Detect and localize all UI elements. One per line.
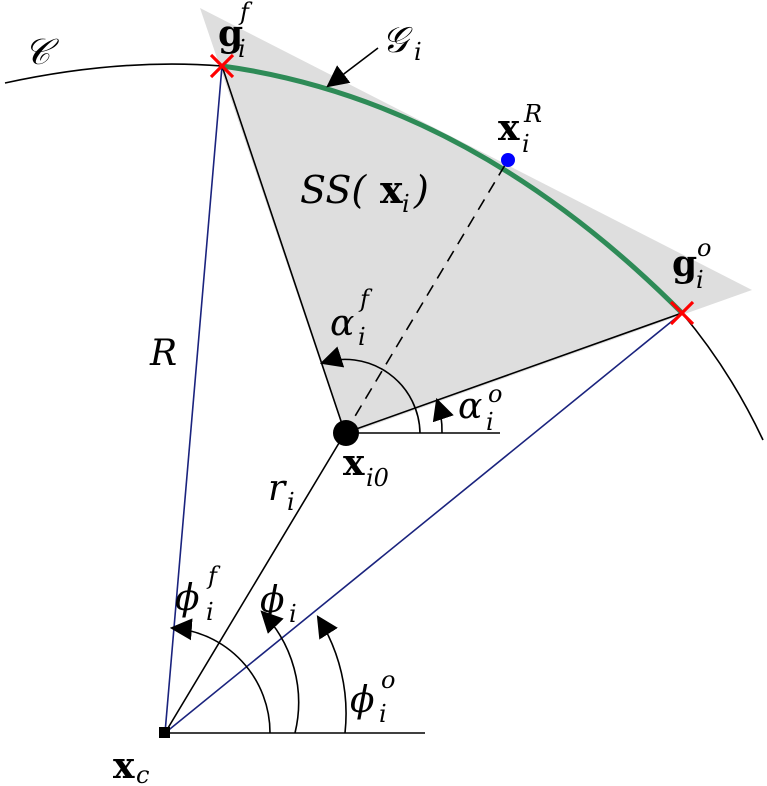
svg-text:i: i [522, 130, 530, 158]
label-phi-f: ϕ f i [175, 562, 221, 626]
point-xi0 [333, 420, 359, 446]
label-phi-o: ϕ o i [350, 666, 395, 728]
dashed-line-to-xR [344, 159, 509, 434]
svg-text:𝒢: 𝒢 [382, 20, 413, 61]
svg-text:r: r [268, 468, 287, 509]
svg-text:o: o [697, 234, 711, 262]
svg-text:i: i [696, 266, 704, 294]
label-alpha-o: α o i [458, 380, 502, 436]
svg-text:i: i [402, 190, 410, 218]
point-xc [159, 727, 170, 738]
svg-text:x: x [498, 107, 520, 149]
svg-text:i: i [486, 408, 494, 436]
svg-text:ϕ: ϕ [175, 578, 200, 619]
svg-text:SS(: SS( [300, 168, 367, 212]
sector-edge-f [221, 65, 346, 434]
svg-text:o: o [488, 380, 502, 408]
svg-text:ϕ: ϕ [350, 680, 375, 721]
phi-arc [260, 610, 300, 734]
svg-text:i: i [379, 700, 387, 728]
svg-text:c: c [136, 761, 149, 786]
svg-text:f: f [238, 0, 253, 26]
label-go: g o i [672, 234, 711, 294]
label-xi0: x i0 [343, 442, 389, 492]
svg-text:): ) [413, 168, 429, 212]
radius-line-to-gf [164, 65, 223, 734]
point-xR [501, 153, 515, 167]
svg-text:g: g [672, 243, 697, 285]
label-xc: x c [113, 745, 149, 786]
svg-text:i: i [289, 600, 297, 628]
phi-o-arc [316, 615, 347, 734]
svg-text:x: x [113, 745, 135, 786]
line-xc-to-xi0 [164, 432, 346, 734]
svg-text:ϕ: ϕ [260, 580, 285, 621]
svg-text:α: α [330, 303, 354, 344]
svg-text:x: x [343, 442, 365, 484]
phi-f-arc [169, 618, 271, 734]
label-phi: ϕ i [260, 580, 297, 628]
label-alpha-f: α f i [330, 285, 373, 351]
shaded-sector [200, 8, 752, 435]
svg-text:R: R [523, 100, 542, 128]
svg-text:i: i [414, 38, 422, 66]
svg-text:i: i [206, 598, 214, 626]
svg-text:o: o [381, 666, 395, 694]
label-sensing-sector: SS( x i ) [300, 167, 429, 218]
svg-text:i: i [358, 323, 366, 351]
label-xR: x R i [498, 100, 542, 158]
label-R: R [149, 333, 177, 374]
label-curve: 𝒞 [24, 32, 60, 73]
svg-text:i: i [238, 35, 246, 63]
svg-text:g: g [218, 13, 243, 55]
sector-edge-o [344, 312, 683, 434]
cross-go-marker [669, 300, 695, 326]
region-arc [221, 63, 684, 315]
label-region: 𝒢 i [382, 20, 422, 66]
label-ri: r i [268, 468, 295, 516]
alpha-o-arc [432, 397, 454, 434]
region-pointer-arrow [326, 47, 379, 88]
svg-text:α: α [458, 386, 482, 427]
cross-gf-marker [209, 53, 235, 79]
svg-text:x: x [380, 167, 403, 212]
svg-text:i: i [287, 488, 295, 516]
svg-text:i0: i0 [366, 464, 389, 492]
svg-text:f: f [206, 562, 221, 590]
radius-line-to-go [164, 312, 683, 734]
alpha-f-arc [319, 346, 421, 434]
